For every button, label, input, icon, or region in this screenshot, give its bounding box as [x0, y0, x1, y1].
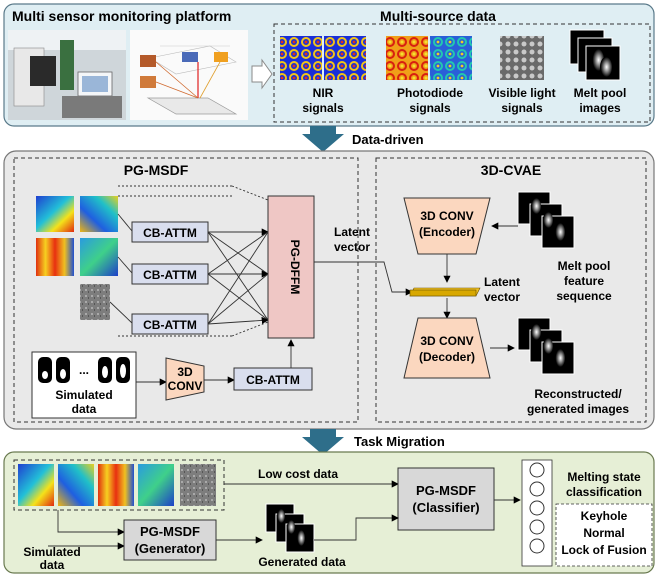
- encoder-block: [403, 197, 491, 255]
- latent-vector-bar: [409, 287, 481, 297]
- melt-pool-sequence-stack: [517, 191, 575, 249]
- input-heatmap-4: [80, 238, 118, 276]
- lowcost-heatmap-3: [98, 464, 134, 506]
- data-driven-label: Data-driven: [352, 132, 424, 147]
- multisource-box: [273, 23, 651, 123]
- decoder-label-2: (Decoder): [419, 350, 475, 364]
- melt-pool-label-2: images: [579, 101, 621, 115]
- lowcost-to-generator-line: [57, 510, 125, 536]
- cb-attm-label-3: CB-ATTM: [143, 318, 197, 332]
- output-neuron-2: [529, 481, 545, 497]
- generated-to-classifier-line: [314, 514, 399, 541]
- melting-state-label-2: classification: [566, 485, 642, 499]
- decoder-block: [403, 317, 491, 379]
- sim-3d-conv-label-2: CONV: [168, 379, 203, 393]
- melt-pool-image-stack: [569, 29, 621, 81]
- cvae-latent-label-1: Latent: [484, 275, 520, 289]
- photodiode-label-1: Photodiode: [397, 86, 463, 100]
- output-neuron-3: [529, 500, 545, 516]
- class-normal: Normal: [583, 526, 624, 540]
- bottom-simulated-label-2: data: [40, 558, 65, 572]
- reconstructed-image-stack: [517, 317, 575, 375]
- class-keyhole: Keyhole: [581, 509, 628, 523]
- classifier-label-2: (Classifier): [412, 500, 479, 515]
- low-cost-label: Low cost data: [258, 467, 338, 481]
- reconstructed-label-2: generated images: [527, 402, 629, 416]
- generated-data-label: Generated data: [258, 555, 346, 569]
- cb-attm-block-4: [233, 367, 313, 391]
- generator-label-2: (Generator): [135, 541, 206, 556]
- photodiode-image-2: [430, 36, 472, 80]
- task-migration-arrow: [302, 429, 344, 455]
- pgmsdf-box: [13, 157, 359, 423]
- generator-label-1: PG-MSDF: [140, 524, 200, 539]
- cb-attm-label-1: CB-ATTM: [143, 226, 197, 240]
- lowcost-visible-image: [180, 464, 216, 506]
- lowcost-heatmap-1: [18, 464, 54, 506]
- nir-image-2: [324, 36, 366, 80]
- mp-sequence-label-1: Melt pool: [558, 259, 611, 273]
- input-heatmap-3: [36, 238, 74, 276]
- output-neuron-4: [529, 519, 545, 535]
- output-neuron-1: [529, 462, 545, 478]
- low-cost-data-box: [13, 459, 225, 511]
- mp-sequence-label-2: feature: [564, 274, 604, 288]
- simulated-label-2: data: [72, 402, 97, 416]
- simulated-images: [38, 357, 130, 383]
- platform-title: Multi sensor monitoring platform: [12, 8, 231, 24]
- lowcost-heatmap-4: [138, 464, 174, 506]
- simulated-dots: ...: [79, 363, 89, 377]
- pg-dffm-label: PG-DFFM: [288, 240, 302, 295]
- class-list-box: [555, 503, 653, 567]
- fusion-connections: [207, 228, 269, 325]
- class-lack-of-fusion: Lock of Fusion: [561, 543, 646, 557]
- data-driven-arrow: [302, 126, 344, 152]
- melting-state-label-1: Melting state: [567, 470, 641, 484]
- sim-3d-conv-block: [165, 357, 205, 401]
- cvae-box: [375, 157, 647, 423]
- nir-label-2: signals: [302, 101, 344, 115]
- input-heatmap-2: [80, 196, 118, 232]
- cb-attm-label-2: CB-ATTM: [143, 268, 197, 282]
- sensor-schematic: [130, 30, 248, 120]
- classifier-block: [397, 467, 495, 531]
- melt-pool-label-1: Melt pool: [574, 86, 627, 100]
- encoder-label-1: 3D CONV: [420, 209, 473, 223]
- visible-label-1: Visible light: [488, 86, 555, 100]
- encoder-label-2: (Encoder): [419, 225, 475, 239]
- sim-3d-conv-label-1: 3D: [177, 365, 193, 379]
- decoder-label-1: 3D CONV: [420, 334, 473, 348]
- cvae-latent-label-2: vector: [484, 290, 520, 304]
- multisource-title: Multi-source data: [380, 8, 496, 24]
- nir-label-1: NIR: [313, 86, 334, 100]
- lowcost-heatmap-2: [58, 464, 94, 506]
- nir-image-1: [280, 36, 322, 80]
- cvae-title: 3D-CVAE: [481, 162, 541, 178]
- pgmsdf-latent-label-2: vector: [334, 240, 370, 254]
- task-migration-label: Task Migration: [354, 434, 445, 449]
- input-heatmap-1: [36, 196, 74, 232]
- reconstructed-label-1: Reconstructed/: [534, 387, 622, 401]
- simulated-label-1: Simulated: [55, 388, 112, 402]
- photodiode-image-1: [386, 36, 428, 80]
- pgmsdf-latent-label-1: Latent: [334, 225, 370, 239]
- machine-photo: [8, 30, 126, 120]
- cb-attm-label-4: CB-ATTM: [246, 373, 300, 387]
- platform-to-data-arrow: [251, 58, 273, 90]
- pgmsdf-title: PG-MSDF: [124, 162, 189, 178]
- input-visible-image: [80, 284, 110, 320]
- output-neuron-5: [529, 538, 545, 554]
- visible-light-image: [500, 36, 544, 80]
- bottom-simulated-label-1: Simulated: [23, 545, 80, 559]
- photodiode-label-2: signals: [409, 101, 451, 115]
- mp-sequence-label-3: sequence: [556, 289, 612, 303]
- visible-label-2: signals: [501, 101, 543, 115]
- classifier-label-1: PG-MSDF: [416, 483, 476, 498]
- dffm-to-latent-line: [314, 261, 413, 296]
- pg-dffm-block: [267, 195, 315, 339]
- generated-image-stack: [265, 503, 315, 553]
